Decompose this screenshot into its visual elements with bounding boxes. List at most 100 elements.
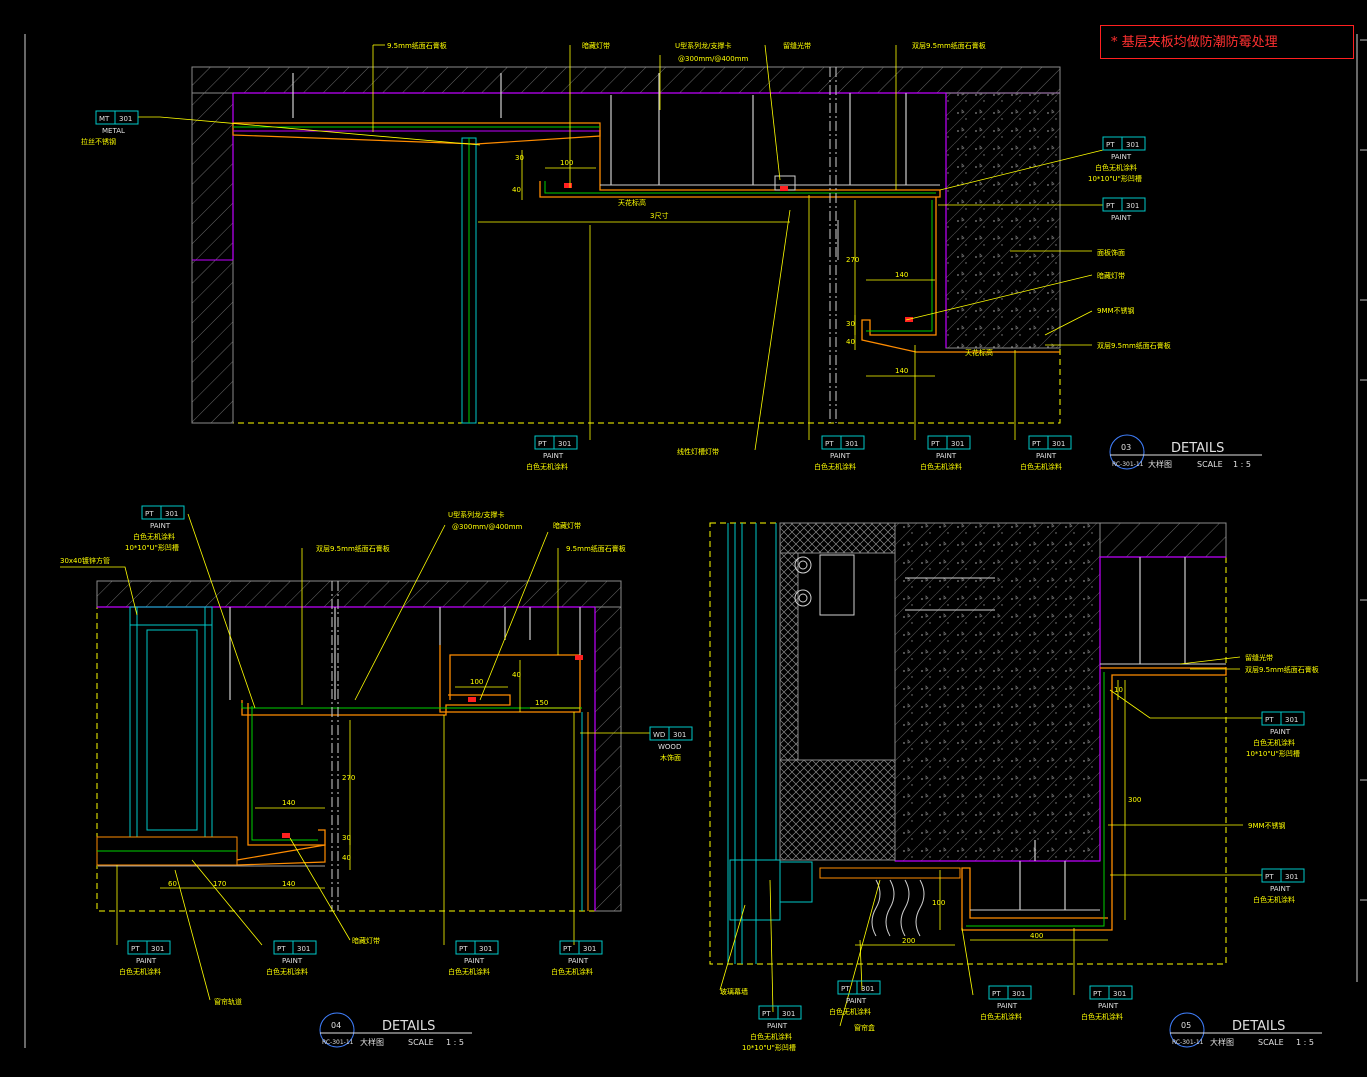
tag-03-2-num: 301: [845, 440, 858, 448]
tag-03-pt301-a: PT 301 PAINT 白色无机涂料: [526, 435, 578, 471]
bolts-05: [794, 554, 995, 616]
dim-05-2: 100: [932, 899, 945, 907]
label-03-double-gypsum-2: 双层9.5mm纸面石膏板: [1097, 341, 1171, 350]
tag-05-3-num: 301: [861, 985, 874, 993]
label-03-ss-9mm: 9MM不锈钢: [1097, 306, 1135, 315]
tag-05-5-type: PAINT: [1098, 1002, 1119, 1010]
label-04-curtain-track: 窗帘轨道: [214, 997, 242, 1006]
tag-04-0-desc: 白色无机涂料: [133, 532, 175, 541]
tag-04-1-type: WOOD: [658, 743, 681, 751]
title-04-scale-label: SCALE: [408, 1038, 434, 1047]
tag-05-1-num: 301: [1285, 873, 1298, 881]
tag-04-3-desc: 白色无机涂料: [266, 967, 308, 976]
tag-05-0-extra: 10*10"U"形凹槽: [1246, 749, 1300, 758]
label-04-hidden-light-2: 暗藏灯带: [352, 936, 380, 945]
tag-03-3-num: 301: [951, 440, 964, 448]
title-05-heading: DETAILS: [1232, 1019, 1285, 1034]
tag-04-4-num: 301: [479, 945, 492, 953]
sheet-edge-ticks: [1360, 39, 1367, 901]
label-05-shadow-groove: 留缝光带: [1245, 653, 1273, 662]
label-03-face-paint: 面板饰面: [1097, 248, 1125, 257]
tag-05-4-desc: 白色无机涂料: [980, 1012, 1022, 1021]
tag-03-5-code: PT: [1106, 141, 1115, 149]
tag-05-2-type: PAINT: [767, 1022, 788, 1030]
label-04-keel: U型系列龙/支撑卡: [448, 510, 504, 519]
slab-03: [191, 66, 1061, 94]
title-03-sheet: RC-301-11: [1112, 461, 1144, 468]
slab-05: [1099, 522, 1227, 558]
tag-04-3-type: PAINT: [282, 957, 303, 965]
label-04-double-gypsum: 双层9.5mm纸面石膏板: [316, 544, 390, 553]
tag-03-3-type: PAINT: [936, 452, 957, 460]
label-03-gypsum-top: 9.5mm纸面石膏板: [387, 41, 447, 50]
ceiling-soffit-04: [241, 694, 511, 716]
tag-03-0-num: 301: [119, 115, 132, 123]
title-block-05: 05 RC-301-11 DETAILS 大样图 SCALE 1 : 5: [1169, 1012, 1322, 1048]
dim-03-0: 30: [515, 154, 524, 162]
detail-05: 10 300 100 200 400 留缝光带 双层9.5mm纸面石膏板 9MM…: [709, 522, 1322, 1052]
tag-04-pt301-d: PT 301 PAINT 白色无机涂料: [551, 940, 603, 976]
title-03-heading: DETAILS: [1171, 441, 1224, 456]
right-wall-03: [945, 92, 1061, 349]
tag-05-0-num: 301: [1285, 716, 1298, 724]
tag-04-5-num: 301: [583, 945, 596, 953]
tag-04-4-desc: 白色无机涂料: [448, 967, 490, 976]
title-block-04: 04 RC-301-11 DETAILS 大样图 SCALE 1 : 5: [319, 1012, 472, 1048]
tag-05-pt301-e: PT 301 PAINT 白色无机涂料: [980, 985, 1032, 1021]
label-03-ceiling-mark-2: 天花标高: [965, 348, 993, 357]
label-04-wood-pipe: 30x40镀锌方管: [60, 556, 110, 565]
dim-03-2: 40: [512, 186, 521, 194]
tag-04-pt301-b: PT 301 PAINT 白色无机涂料: [266, 940, 317, 976]
light-trough-03: [861, 197, 1060, 353]
tag-03-4-desc: 白色无机涂料: [1020, 462, 1062, 471]
tag-03-7-num: 301: [1126, 202, 1139, 210]
tag-03-5-type: PAINT: [1111, 153, 1132, 161]
dim-04-3: 270: [342, 774, 355, 782]
tag-05-3-desc: 白色无机涂料: [829, 1007, 871, 1016]
dim-05-1: 300: [1128, 796, 1141, 804]
label-03-shadow-groove: 留缝光带: [783, 41, 811, 50]
tag-05-pt301-b: PT 301 PAINT 白色无机涂料: [1253, 868, 1305, 904]
ceiling-soffit-03: [539, 130, 941, 198]
title-block-03: 03 RC-301-11 DETAILS 大样图 SCALE 1 : 5: [1109, 434, 1262, 470]
tag-03-5-num: 301: [1126, 141, 1139, 149]
dim-04-9: 40: [342, 854, 351, 862]
tag-03-7-code: PT: [1106, 202, 1115, 210]
hangers-05: [1019, 557, 1186, 910]
title-05-sheet: RC-301-11: [1172, 1039, 1204, 1046]
general-note-text: * 基层夹板均做防潮防霉处理: [1111, 35, 1278, 50]
label-03-ceiling-mark: 天花标高: [618, 198, 646, 207]
leaders-05: [719, 656, 1262, 1027]
tag-05-5-desc: 白色无机涂料: [1081, 1012, 1123, 1021]
tag-04-wd301: WD 301 WOOD 木饰面: [649, 726, 693, 762]
title-03-scale-value: 1 : 5: [1233, 460, 1251, 469]
leaders-04: [60, 513, 650, 1001]
tag-04-5-desc: 白色无机涂料: [551, 967, 593, 976]
general-note-box: * 基层夹板均做防潮防霉处理: [1100, 25, 1354, 59]
tag-05-pt301-a: PT 301 PAINT 白色无机涂料 10*10"U"形凹槽: [1246, 711, 1305, 758]
tag-05-pt301-c: PT 301 PAINT 白色无机涂料 10*10"U"形凹槽: [742, 1005, 802, 1052]
tag-04-2-type: PAINT: [136, 957, 157, 965]
tag-05-1-desc: 白色无机涂料: [1253, 895, 1295, 904]
dim-04-8: 140: [282, 880, 295, 888]
tag-03-4-code: PT: [1032, 440, 1041, 448]
tag-05-2-extra: 10*10"U"形凹槽: [742, 1043, 796, 1052]
tag-03-3-code: PT: [931, 440, 940, 448]
left-wall-03: [191, 92, 234, 424]
title-04-sub: 大样图: [360, 1037, 384, 1047]
tag-04-0-extra: 10*10"U"形凹槽: [125, 543, 179, 552]
detail-03-extent: [191, 66, 1061, 424]
tag-03-1-num: 301: [558, 440, 571, 448]
dim-04-5: 30: [342, 834, 351, 842]
tag-05-4-type: PAINT: [997, 1002, 1018, 1010]
tag-05-3-type: PAINT: [846, 997, 867, 1005]
tag-03-6-extra: 10*10"U"形凹槽: [1088, 174, 1142, 183]
dim-04-7: 170: [213, 880, 226, 888]
dim-04-2: 40: [512, 671, 521, 679]
tag-03-pt301-e: PT 301 PAINT 白色无机涂料: [1095, 136, 1146, 172]
label-03-width: 3尺寸: [650, 211, 668, 220]
tag-05-0-desc: 白色无机涂料: [1253, 738, 1295, 747]
window-frame-04: [129, 606, 213, 838]
gypsum-slope-03: [232, 122, 601, 145]
tag-04-4-code: PT: [459, 945, 468, 953]
